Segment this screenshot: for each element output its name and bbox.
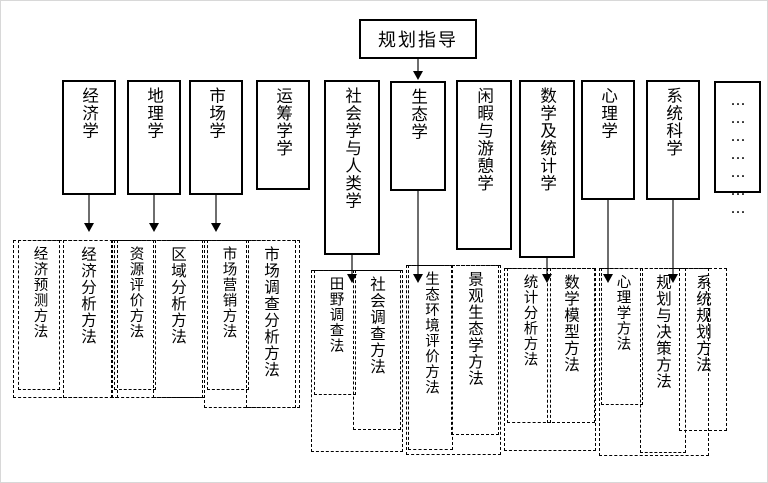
method-label: 景观生态学方法 (466, 271, 485, 387)
discipline-label: 心理学 (598, 87, 618, 140)
discipline-box-geography[interactable]: 地理学 (127, 80, 181, 195)
arrowhead-icon (412, 71, 423, 80)
method-label: 统计分析方法 (521, 274, 538, 367)
root-node-planning-guidance[interactable]: 规划指导 (359, 19, 477, 59)
connector-line (417, 191, 419, 275)
arrowhead-icon (83, 223, 94, 232)
method-box[interactable]: 统计分析方法 (507, 268, 551, 423)
connector-line (88, 195, 90, 224)
connector-line (546, 258, 548, 275)
discipline-label: 地理学 (144, 87, 164, 140)
method-label: 经济分析方法 (79, 246, 98, 345)
method-label: 生态环境评价方法 (423, 271, 440, 395)
method-box[interactable]: 数学模型方法 (547, 268, 595, 423)
method-box[interactable]: 资源评价方法 (114, 240, 156, 390)
arrowhead-icon (602, 274, 613, 283)
method-label: 系统规划方法 (694, 274, 713, 373)
arrowhead-icon (148, 223, 159, 232)
arrowhead-icon (541, 274, 552, 283)
arrowhead-icon (346, 274, 357, 283)
method-label: 心理学方法 (614, 274, 631, 352)
method-box[interactable]: 市场营销方法 (207, 240, 249, 390)
method-label: 资源评价方法 (127, 246, 144, 339)
method-box[interactable]: 市场调查分析方法 (246, 240, 296, 408)
method-box[interactable]: 区域分析方法 (153, 240, 203, 398)
method-box[interactable]: 生态环境评价方法 (408, 265, 453, 450)
discipline-box-ecology[interactable]: 生态学 (390, 81, 446, 191)
method-label: 市场营销方法 (220, 246, 237, 339)
arrowhead-icon (667, 274, 678, 283)
discipline-box-leisure[interactable]: 闲暇与游憩学 (456, 80, 512, 250)
arrowhead-icon (210, 223, 221, 232)
discipline-box-mathstats[interactable]: 数学及统计学 (519, 80, 575, 258)
discipline-label: 运筹学学 (273, 87, 293, 157)
discipline-label: 数学及统计学 (537, 87, 557, 192)
discipline-box-systemscience[interactable]: 系统科学 (646, 80, 700, 200)
arrowhead-icon (412, 274, 423, 283)
discipline-box-marketing[interactable]: 市场学 (189, 80, 243, 195)
method-box[interactable]: 心理学方法 (601, 268, 643, 405)
method-label: 规划与决策方法 (654, 274, 673, 390)
method-box[interactable]: 景观生态学方法 (451, 265, 499, 435)
connector-line (351, 255, 353, 275)
method-box[interactable]: 经济预测方法 (18, 240, 60, 390)
ellipsis-more-disciplines-box: ………………… (714, 81, 761, 217)
connector-line (607, 200, 609, 275)
connector-line (672, 200, 674, 275)
discipline-box-operations[interactable]: 运筹学学 (256, 80, 310, 190)
discipline-box-psychology[interactable]: 心理学 (581, 80, 635, 200)
method-box[interactable]: 经济分析方法 (63, 240, 113, 398)
discipline-label: 市场学 (206, 87, 226, 140)
method-box[interactable]: 规划与决策方法 (640, 268, 686, 453)
method-label: 数学模型方法 (562, 274, 581, 373)
method-label: 经济预测方法 (31, 246, 48, 339)
method-label: 市场调查分析方法 (262, 246, 281, 378)
discipline-label: 社会学与人类学 (342, 87, 362, 210)
discipline-box-economics[interactable]: 经济学 (62, 80, 116, 195)
discipline-label: 闲暇与游憩学 (474, 87, 494, 192)
connector-line (153, 195, 155, 224)
method-label: 区域分析方法 (169, 246, 188, 345)
connector-line (215, 195, 217, 224)
method-label: 社会调查方法 (368, 276, 387, 375)
connector-line (417, 59, 419, 72)
ellipsis-icon: ………………… (729, 91, 747, 217)
discipline-box-sociology[interactable]: 社会学与人类学 (324, 80, 380, 255)
method-box[interactable]: 系统规划方法 (679, 268, 727, 431)
method-box[interactable]: 社会调查方法 (353, 270, 401, 430)
discipline-label: 生态学 (408, 88, 428, 141)
discipline-label: 经济学 (79, 87, 99, 140)
method-box[interactable]: 田野调查法 (314, 270, 356, 395)
method-label: 田野调查法 (327, 276, 344, 354)
discipline-label: 系统科学 (663, 87, 683, 157)
